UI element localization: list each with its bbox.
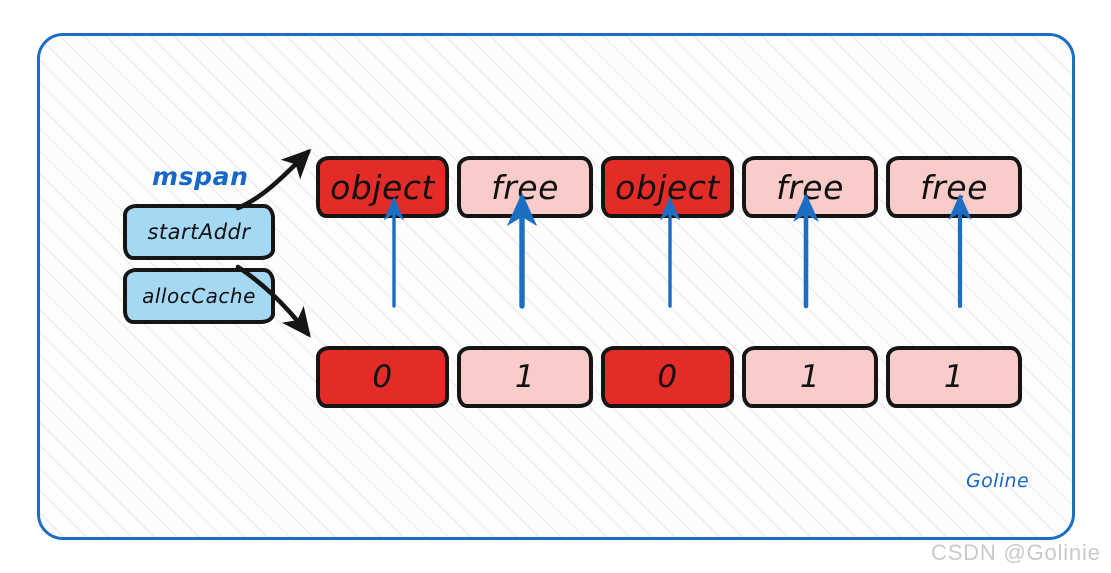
bitmap-slot-2[interactable]: 0 <box>601 346 734 408</box>
mspan-struct-label: mspan <box>152 162 249 191</box>
diagram-frame: mspan startAddr allocCache object free o… <box>37 33 1075 540</box>
csdn-watermark: CSDN @Golinie <box>931 540 1101 565</box>
bitmap-slot-1[interactable]: 1 <box>457 346 593 408</box>
author-signature: Goline <box>966 470 1030 492</box>
memory-slot-1[interactable]: free <box>457 156 593 218</box>
memory-slot-2[interactable]: object <box>601 156 734 218</box>
bitmap-slot-3[interactable]: 1 <box>742 346 878 408</box>
memory-slot-4[interactable]: free <box>886 156 1022 218</box>
bitmap-slot-0[interactable]: 0 <box>316 346 449 408</box>
memory-slot-3-label: free <box>776 167 844 207</box>
struct-field-alloccache[interactable]: allocCache <box>123 268 275 324</box>
memory-slot-2-label: object <box>615 167 720 207</box>
bitmap-slot-0-label: 0 <box>372 359 393 395</box>
bitmap-slot-3-label: 1 <box>799 359 821 395</box>
memory-slot-1-label: free <box>491 167 559 207</box>
memory-slot-0-label: object <box>330 167 435 207</box>
bitmap-slot-1-label: 1 <box>514 359 536 395</box>
struct-field-alloccache-label: allocCache <box>142 284 256 308</box>
struct-field-startaddr[interactable]: startAddr <box>123 204 275 260</box>
struct-field-startaddr-label: startAddr <box>147 220 251 244</box>
memory-slot-3[interactable]: free <box>742 156 878 218</box>
memory-slot-0[interactable]: object <box>316 156 449 218</box>
bitmap-slot-2-label: 0 <box>657 359 678 395</box>
bitmap-slot-4[interactable]: 1 <box>886 346 1022 408</box>
bitmap-slot-4-label: 1 <box>943 359 965 395</box>
memory-slot-4-label: free <box>920 167 988 207</box>
